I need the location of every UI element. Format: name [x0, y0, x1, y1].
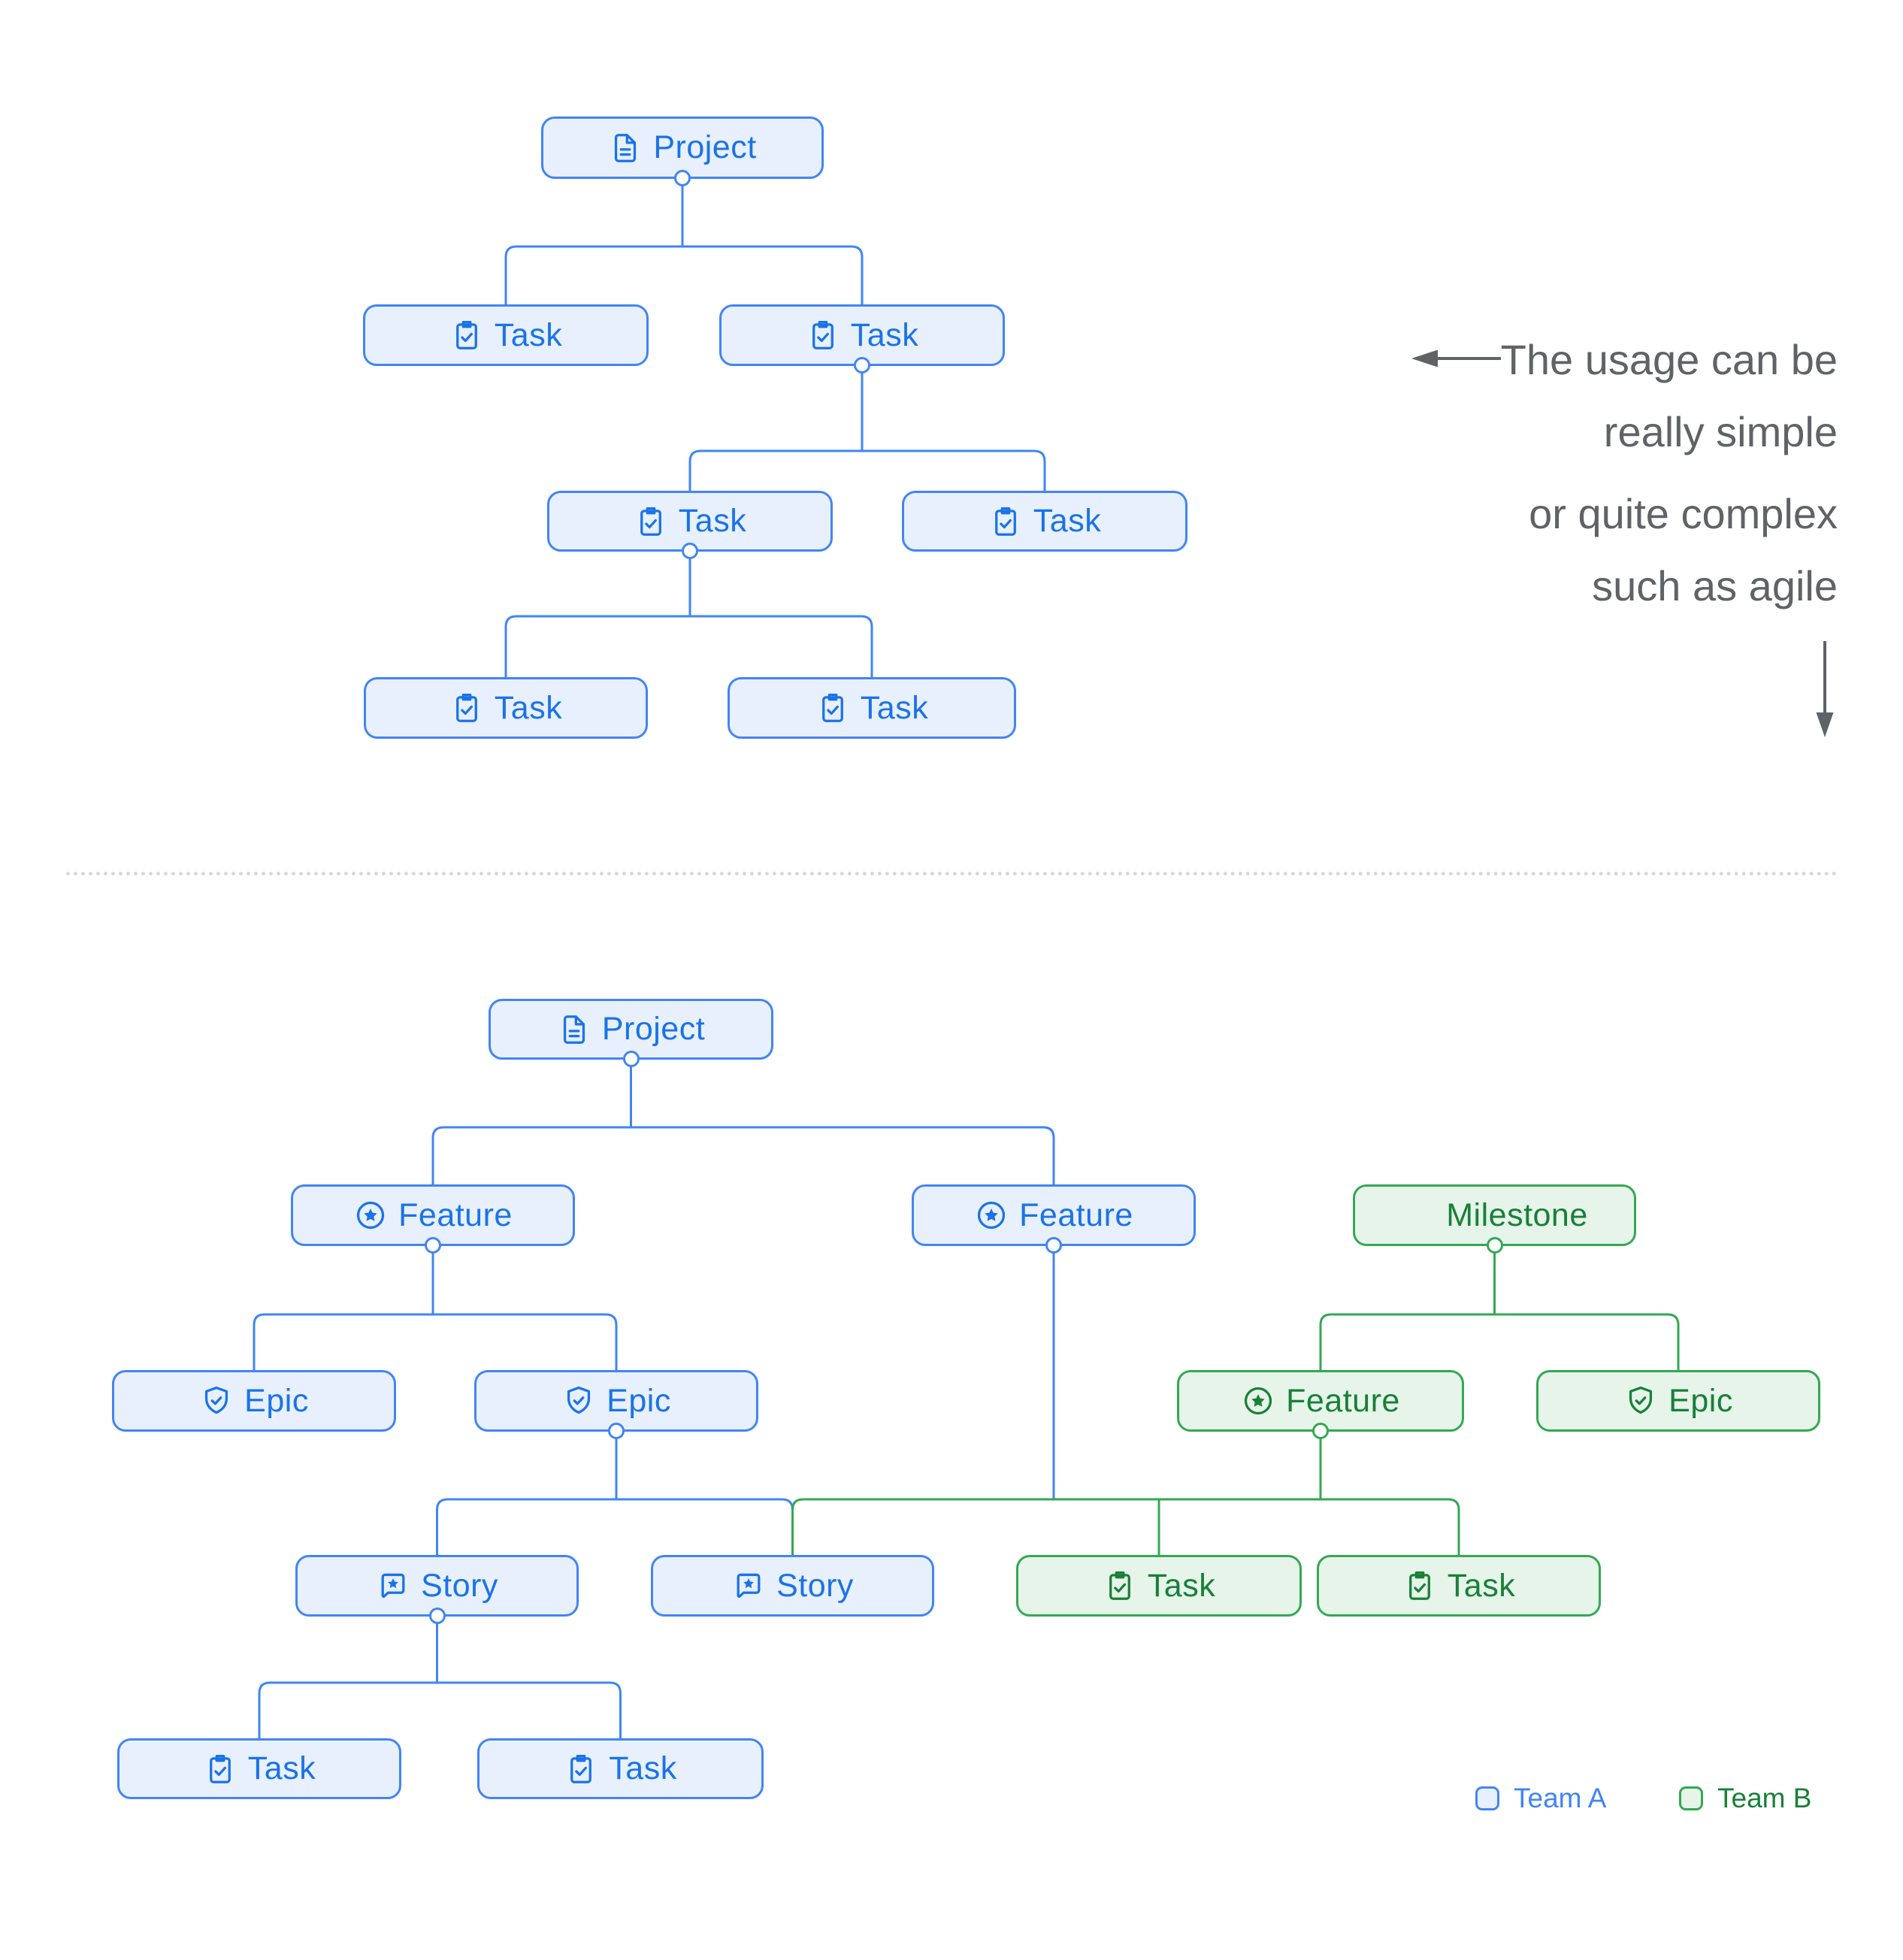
task-icon [203, 1752, 237, 1786]
node-label: Task [609, 1750, 677, 1786]
node-label: Feature [1019, 1196, 1133, 1233]
node-b-task1[interactable]: Task [117, 1738, 401, 1799]
edge-from-b-story1 [258, 1617, 622, 1738]
feature-icon [353, 1198, 388, 1233]
node-b-project[interactable]: Project [489, 999, 773, 1067]
node-t-task3[interactable]: Task [547, 491, 833, 559]
node-label: Task [1447, 1567, 1516, 1604]
connector-port[interactable] [854, 357, 870, 374]
node-b-feature1[interactable]: Feature [291, 1184, 575, 1254]
node-b-feature2[interactable]: Feature [912, 1184, 1196, 1254]
node-label: Task [1147, 1567, 1216, 1604]
node-label: Task [1033, 503, 1102, 539]
team-a-swatch-icon [1475, 1786, 1499, 1810]
epic-icon [199, 1384, 234, 1418]
story-icon [731, 1568, 766, 1603]
node-t-task6[interactable]: Task [728, 677, 1016, 739]
task-icon [564, 1752, 598, 1786]
node-label: Project [653, 129, 757, 165]
edge-from-b-project [431, 1060, 1055, 1184]
connector-port[interactable] [428, 1608, 446, 1624]
node-label: Story [776, 1567, 854, 1604]
node-b-gepic[interactable]: Epic [1536, 1370, 1820, 1432]
task-icon [815, 691, 850, 725]
edge-from-b-feature1 [253, 1246, 618, 1370]
node-label: Project [601, 1011, 706, 1047]
epic-icon [561, 1384, 596, 1418]
legend-team-a: Team A [1475, 1783, 1606, 1814]
epic-icon [1623, 1384, 1658, 1418]
node-b-epic2[interactable]: Epic [474, 1370, 758, 1439]
node-label: Epic [607, 1382, 671, 1419]
connector-port[interactable] [608, 1423, 625, 1439]
node-t-task4[interactable]: Task [902, 491, 1187, 552]
task-icon [634, 504, 668, 539]
node-label: Task [850, 316, 919, 353]
task-icon [806, 318, 840, 352]
node-b-task2[interactable]: Task [477, 1738, 764, 1799]
connector-port[interactable] [1486, 1237, 1503, 1254]
annotation-line-3: or quite complex [1529, 490, 1838, 537]
node-b-gtask2[interactable]: Task [1317, 1555, 1601, 1617]
task-icon [1103, 1568, 1137, 1603]
node-label: Epic [244, 1382, 309, 1419]
annotation-line-1: The usage can be [1500, 336, 1838, 383]
node-t-task2[interactable]: Task [719, 304, 1005, 374]
edge-from-t-task2 [688, 366, 1046, 491]
edge-from-t-project [504, 179, 864, 304]
node-label: Story [421, 1567, 498, 1604]
node-label: Task [678, 503, 747, 539]
feature-icon [974, 1198, 1009, 1233]
task-icon [1402, 1568, 1437, 1603]
annotation-line-2: really simple [1603, 408, 1838, 455]
connector-port[interactable] [622, 1051, 640, 1067]
annotation-text: The usage can be really simple or quite … [1501, 324, 1838, 622]
node-b-gfeature[interactable]: Feature [1177, 1370, 1464, 1439]
legend-team-b: Team B [1679, 1783, 1811, 1814]
legend-team-a-label: Team A [1514, 1783, 1607, 1813]
connector-port[interactable] [1045, 1237, 1062, 1254]
connector-port[interactable] [674, 170, 691, 186]
edge-from-b-epic2 [436, 1432, 794, 1555]
section-divider [66, 872, 1838, 876]
left-arrow-icon [1411, 349, 1501, 368]
down-arrow-icon [1816, 641, 1834, 737]
document-icon [608, 131, 643, 165]
task-icon [449, 318, 484, 352]
node-b-epic1[interactable]: Epic [112, 1370, 396, 1432]
node-t-task1[interactable]: Task [363, 304, 649, 366]
node-label: Task [247, 1750, 316, 1786]
node-label: Milestone [1446, 1196, 1588, 1233]
node-t-project[interactable]: Project [541, 116, 824, 186]
node-label: Feature [398, 1196, 513, 1233]
node-label: Task [860, 689, 929, 726]
task-icon [449, 691, 484, 725]
feature-icon [1241, 1384, 1275, 1418]
task-icon [988, 504, 1023, 539]
connector-port[interactable] [425, 1237, 441, 1254]
connector-port[interactable] [682, 543, 698, 559]
node-b-milestone[interactable]: Milestone [1353, 1184, 1636, 1254]
edge-from-b-gfeature [791, 1432, 1460, 1555]
edge-from-b-milestone [1319, 1246, 1680, 1370]
node-b-story2[interactable]: Story [651, 1555, 934, 1617]
node-label: Feature [1286, 1382, 1400, 1419]
node-t-task5[interactable]: Task [364, 677, 648, 739]
document-icon [557, 1012, 591, 1047]
team-b-swatch-icon [1679, 1786, 1703, 1810]
node-label: Task [494, 316, 563, 353]
connector-port[interactable] [1312, 1423, 1329, 1439]
node-b-story1[interactable]: Story [295, 1555, 579, 1624]
legend-team-b-label: Team B [1717, 1783, 1812, 1813]
node-label: Epic [1669, 1382, 1733, 1419]
node-b-gtask1[interactable]: Task [1016, 1555, 1302, 1617]
flag-icon [1401, 1198, 1436, 1233]
annotation-line-4: such as agile [1592, 562, 1838, 609]
story-icon [376, 1568, 410, 1603]
edge-from-t-task3 [504, 552, 873, 677]
node-label: Task [494, 689, 563, 726]
